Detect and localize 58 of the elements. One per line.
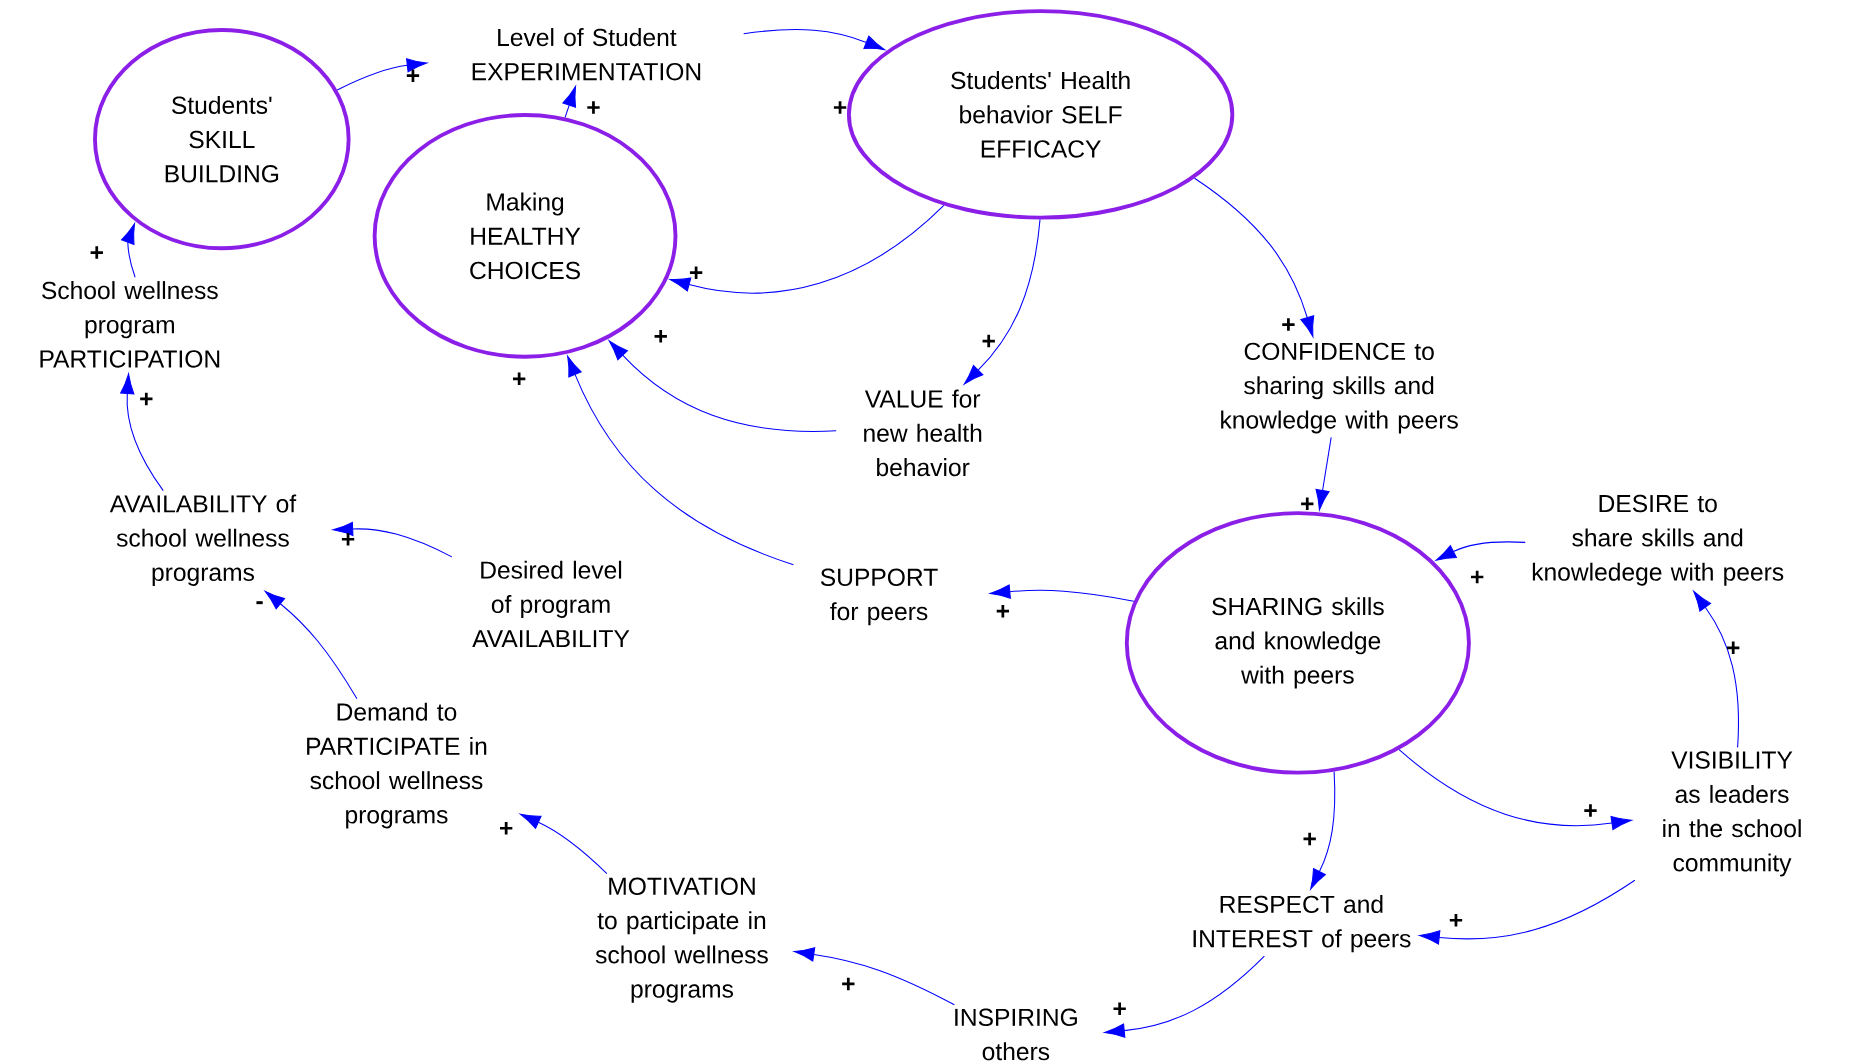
- arrow: [121, 223, 136, 278]
- polarity-sign: +: [513, 372, 526, 386]
- arrow: [989, 584, 1135, 602]
- arrow: [332, 521, 453, 558]
- polarity-sign: +: [1584, 804, 1597, 817]
- variable-label: Demand to PARTICIPATE in school wellness programs: [307, 702, 487, 829]
- arrow: [963, 219, 1041, 385]
- arrow: [264, 590, 358, 700]
- arrow: [1194, 177, 1315, 337]
- arrow: [1419, 879, 1636, 945]
- loop-outline: SHARING skills and knowledge with peers: [1124, 511, 1471, 775]
- arrow: [608, 340, 837, 432]
- arrow: [1310, 771, 1336, 890]
- variable-label: CONFIDENCE to sharing skills and knowledge with peers: [1221, 342, 1458, 434]
- arrow: [1693, 590, 1739, 748]
- polarity-sign: +: [140, 392, 153, 406]
- polarity-sign: +: [1449, 914, 1463, 927]
- arrow: [1104, 955, 1265, 1038]
- polarity-sign: +: [689, 266, 703, 279]
- arrow: [336, 58, 428, 91]
- polarity-sign: +: [982, 334, 995, 348]
- polarity-sign: +: [587, 101, 600, 114]
- arrow: [520, 813, 608, 875]
- polarity-sign: +: [1471, 570, 1484, 584]
- variable-label: MOTIVATION to participate in school wellness programs: [595, 877, 768, 1003]
- variable-label: Level of Student EXPERIMENTATION: [472, 28, 701, 81]
- variable-label: Desired level of program AVAILABILITY: [472, 560, 630, 648]
- variable-label: VISIBILITY as leaders in the school community: [1663, 751, 1801, 877]
- variable-label: School wellness program PARTICIPATION: [40, 281, 220, 368]
- polarity-sign: +: [1282, 318, 1295, 331]
- polarity-sign: +: [500, 822, 513, 835]
- variable-label: DESIRE to share skills and knowledege with peers: [1532, 494, 1784, 586]
- arrow: [567, 355, 794, 566]
- variable-label: VALUE for new health behavior: [864, 389, 982, 477]
- arrow: [669, 204, 945, 294]
- polarity-sign: +: [654, 330, 667, 343]
- arrow: [743, 29, 886, 51]
- variable-label: SUPPORT for peers: [820, 568, 938, 626]
- polarity-sign: +: [1727, 641, 1740, 655]
- arrow: [562, 86, 577, 118]
- polarity-sign: +: [406, 69, 420, 82]
- loop-outline: Students' Health behavior SELF EFFICACY: [846, 9, 1235, 220]
- variable-label: INSPIRING others: [955, 1008, 1077, 1061]
- polarity-sign: +: [833, 101, 847, 114]
- polarity-sign: +: [341, 533, 355, 546]
- arrow: [793, 947, 955, 1006]
- variable-label: AVAILABILITY of school wellness programs: [109, 494, 297, 586]
- polarity-sign: +: [1301, 497, 1314, 511]
- arrow: [1398, 749, 1632, 831]
- variable-label: RESPECT and INTEREST of peers: [1193, 895, 1411, 953]
- polarity-sign: +: [1303, 832, 1316, 846]
- polarity-sign: +: [996, 604, 1010, 618]
- arrow: [120, 373, 164, 492]
- arrow: [1315, 436, 1332, 511]
- polarity-sign: +: [842, 977, 855, 991]
- polarity-sign: -: [256, 601, 263, 605]
- arrow: [1435, 541, 1526, 561]
- polarity-sign: +: [1113, 1002, 1126, 1015]
